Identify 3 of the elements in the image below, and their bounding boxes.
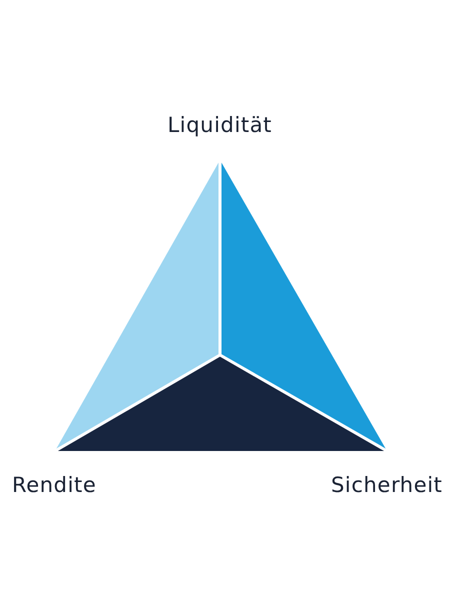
corner-label: Sicherheit: [331, 473, 443, 497]
corner-label: Rendite: [12, 473, 96, 497]
corner-label: Liquidität: [168, 113, 272, 137]
